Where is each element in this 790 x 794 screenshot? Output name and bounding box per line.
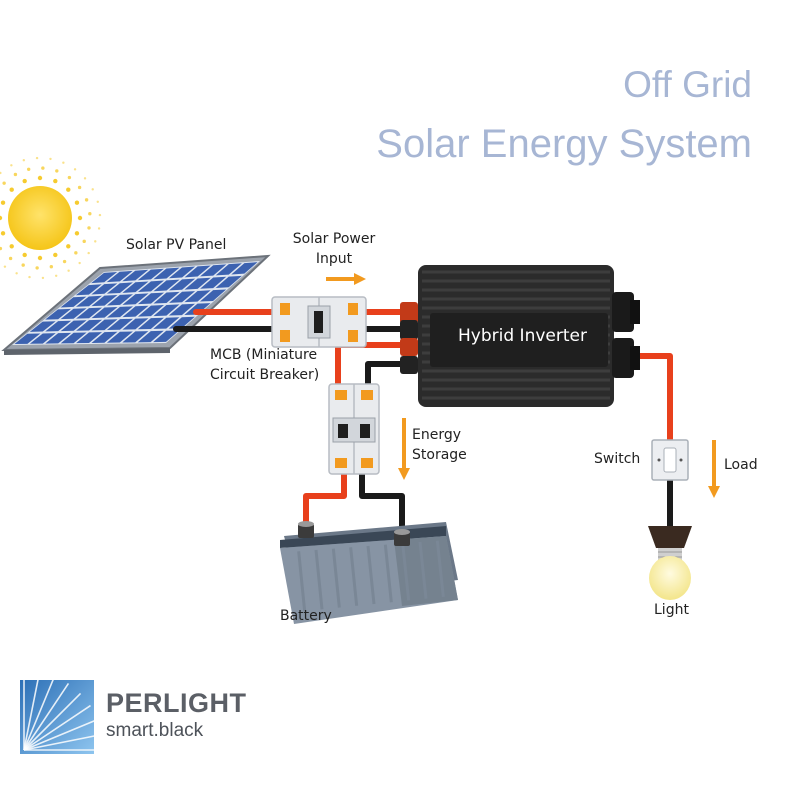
breaker-icon: [271, 296, 367, 348]
load-label: Load: [724, 457, 758, 473]
solar-power-label-line2: Input: [315, 251, 353, 267]
energy-storage-label-line2: Storage: [412, 447, 467, 463]
mcb-label-line2: Circuit Breaker): [210, 367, 320, 383]
solar-panel-label: Solar PV Panel: [126, 237, 227, 253]
sun-icon: [0, 156, 102, 280]
battery-label: Battery: [280, 608, 332, 624]
title-line-1: Off Grid: [623, 64, 752, 105]
inverter-icon: [400, 265, 640, 407]
battery-icon: [280, 521, 458, 624]
bulb-icon: [648, 526, 692, 600]
breaker-icon: [328, 383, 380, 475]
wiring: [173, 309, 673, 541]
light-label: Light: [654, 602, 689, 618]
arrow-down-icon: [708, 440, 720, 498]
arrow-down-icon: [398, 418, 410, 480]
perlight-logo-icon: [20, 670, 104, 754]
mcb-label-line1: MCB (Miniature: [210, 347, 318, 363]
switch-label: Switch: [594, 451, 641, 467]
solar-panel-icon: [1, 254, 271, 355]
switch-icon: [651, 439, 689, 481]
brand-name: PERLIGHT: [106, 688, 247, 718]
arrow-right-icon: [326, 273, 366, 285]
inverter-label: Hybrid Inverter: [458, 326, 587, 346]
title-line-2: Solar Energy System: [376, 122, 752, 166]
brand-tagline: smart.black: [106, 720, 204, 741]
energy-storage-label-line1: Energy: [412, 427, 462, 443]
solar-power-label-line1: Solar Power: [292, 231, 376, 247]
